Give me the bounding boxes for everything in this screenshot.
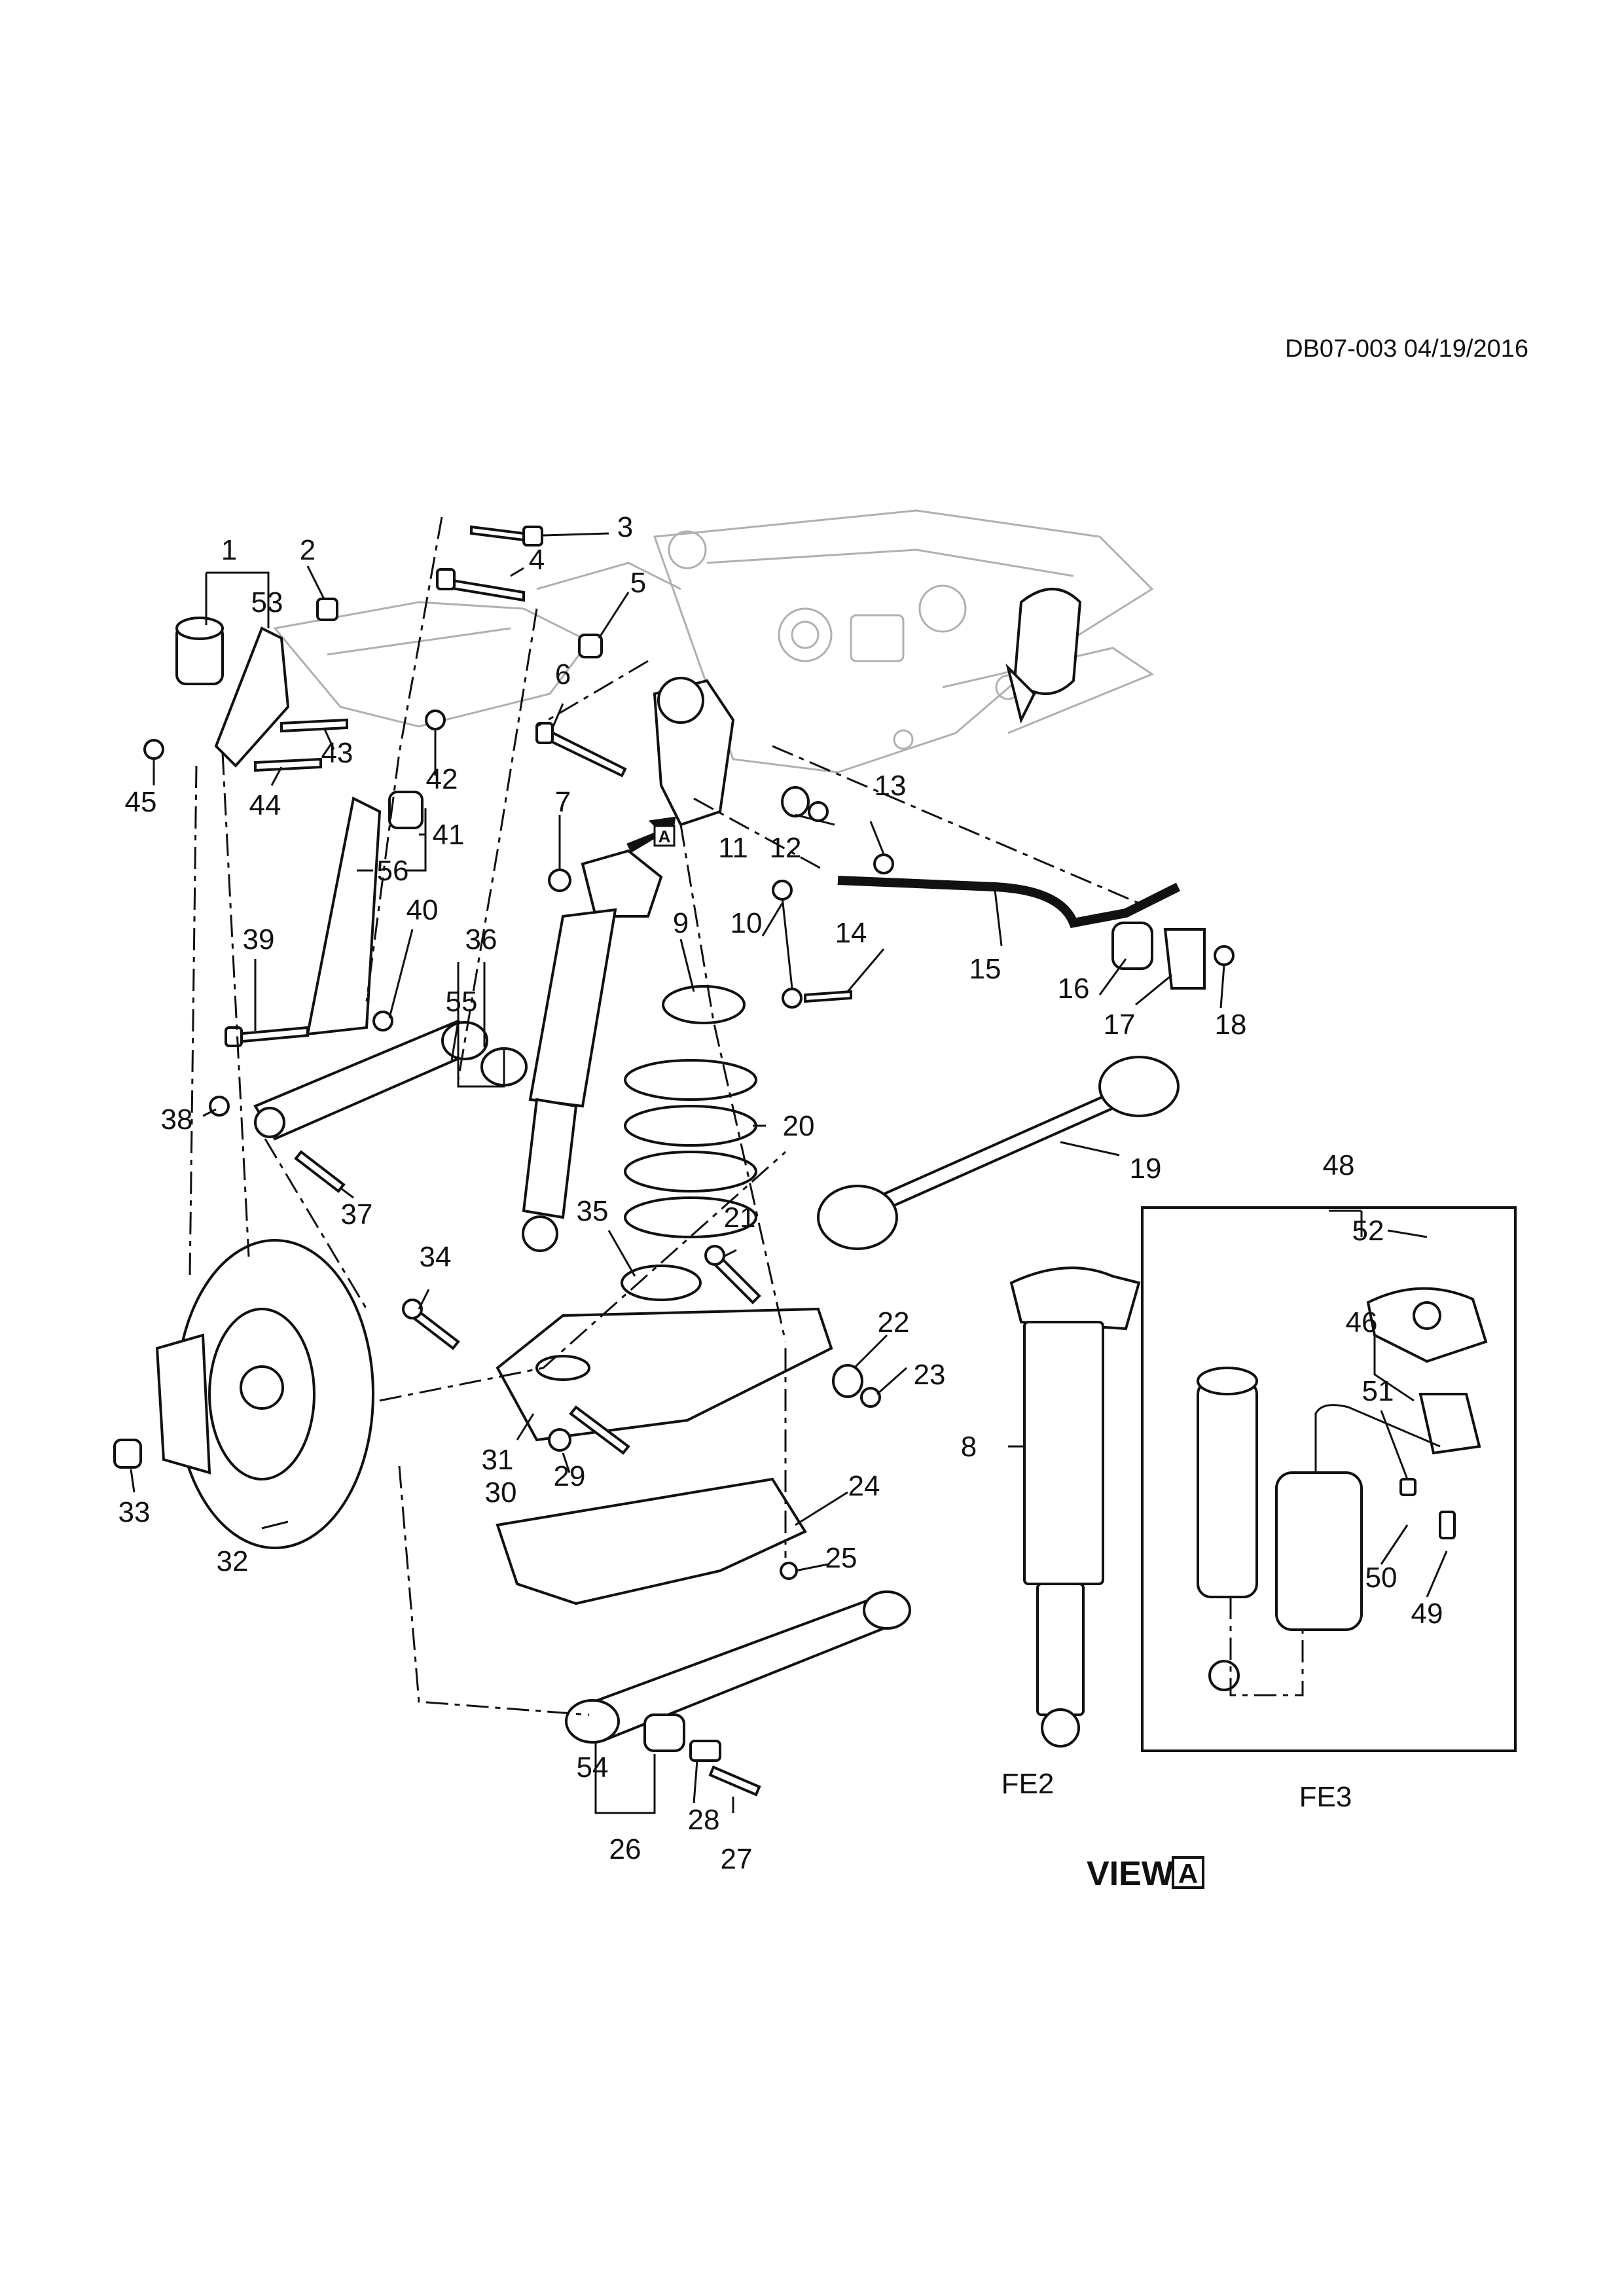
callout-54: 54 [577, 1751, 609, 1784]
callout-9: 9 [673, 907, 689, 939]
view-caption-letter: A [1178, 1858, 1198, 1889]
callout-29: 29 [554, 1460, 586, 1492]
callout-13: 13 [875, 770, 907, 802]
callout-50: 50 [1365, 1562, 1398, 1594]
callout-7: 7 [555, 786, 571, 818]
callout-35: 35 [577, 1195, 609, 1227]
callout-27: 27 [721, 1843, 753, 1875]
callout-10: 10 [731, 907, 763, 939]
callout-11: 11 [718, 832, 748, 864]
callout-46: 46 [1346, 1306, 1378, 1338]
callout-2: 2 [300, 534, 316, 566]
callout-31: 31 [482, 1444, 514, 1476]
callout-12: 12 [770, 832, 802, 864]
callout-1: 1 [221, 534, 237, 566]
callout-33: 33 [118, 1496, 151, 1528]
callout-4: 4 [529, 544, 545, 576]
callout-16: 16 [1058, 973, 1090, 1005]
callout-14: 14 [835, 917, 867, 949]
callout-8: 8 [961, 1431, 977, 1463]
callout-23: 23 [914, 1359, 946, 1391]
callout-20: 20 [783, 1110, 815, 1142]
callout-15: 15 [969, 953, 1001, 985]
callout-28: 28 [688, 1804, 720, 1836]
callout-5: 5 [630, 567, 646, 599]
assembly-lines [189, 516, 1304, 1716]
callout-3: 3 [617, 511, 633, 543]
callout-53: 53 [251, 586, 283, 619]
view-caption-letter-box [1172, 1856, 1204, 1889]
callout-6: 6 [555, 658, 571, 691]
callout-19: 19 [1130, 1153, 1162, 1185]
callout-44: 44 [249, 789, 281, 821]
variant-label-fe3: FE3 [1299, 1781, 1352, 1813]
callout-21: 21 [724, 1202, 756, 1234]
view-a-marker-letter: A [659, 827, 671, 846]
callout-26: 26 [609, 1833, 641, 1865]
callout-41: 41 [433, 819, 465, 851]
callout-42: 42 [426, 763, 458, 795]
fe3-variant-box [1141, 1206, 1517, 1752]
variant-label-fe2: FE2 [1001, 1768, 1055, 1800]
callout-51: 51 [1362, 1375, 1394, 1407]
view-caption: VIEW [1087, 1855, 1174, 1893]
callout-32: 32 [217, 1545, 249, 1577]
callout-24: 24 [848, 1470, 880, 1502]
callout-30: 30 [485, 1477, 517, 1509]
callout-40: 40 [406, 894, 439, 926]
callout-56: 56 [377, 855, 409, 887]
callout-49: 49 [1411, 1598, 1443, 1630]
callout-17: 17 [1104, 1009, 1136, 1041]
callout-34: 34 [420, 1241, 452, 1273]
callout-25: 25 [825, 1542, 857, 1574]
callout-45: 45 [125, 786, 157, 818]
callout-37: 37 [341, 1198, 373, 1230]
diagram-reference: DB07-003 04/19/2016 [1285, 335, 1528, 363]
callout-labels: 1 2 3 4 5 6 7 8 9 10 11 12 13 14 15 16 1… [118, 511, 1443, 1875]
callout-22: 22 [878, 1306, 910, 1338]
leader-lines [130, 532, 1448, 1814]
callout-43: 43 [321, 737, 353, 769]
callout-55: 55 [446, 986, 478, 1018]
callout-36: 36 [465, 924, 497, 956]
callout-39: 39 [243, 924, 275, 956]
callout-52: 52 [1352, 1215, 1384, 1247]
part-shapes: A [113, 525, 1517, 1797]
callout-18: 18 [1215, 1009, 1247, 1041]
callout-48: 48 [1323, 1149, 1355, 1181]
callout-38: 38 [161, 1103, 193, 1136]
